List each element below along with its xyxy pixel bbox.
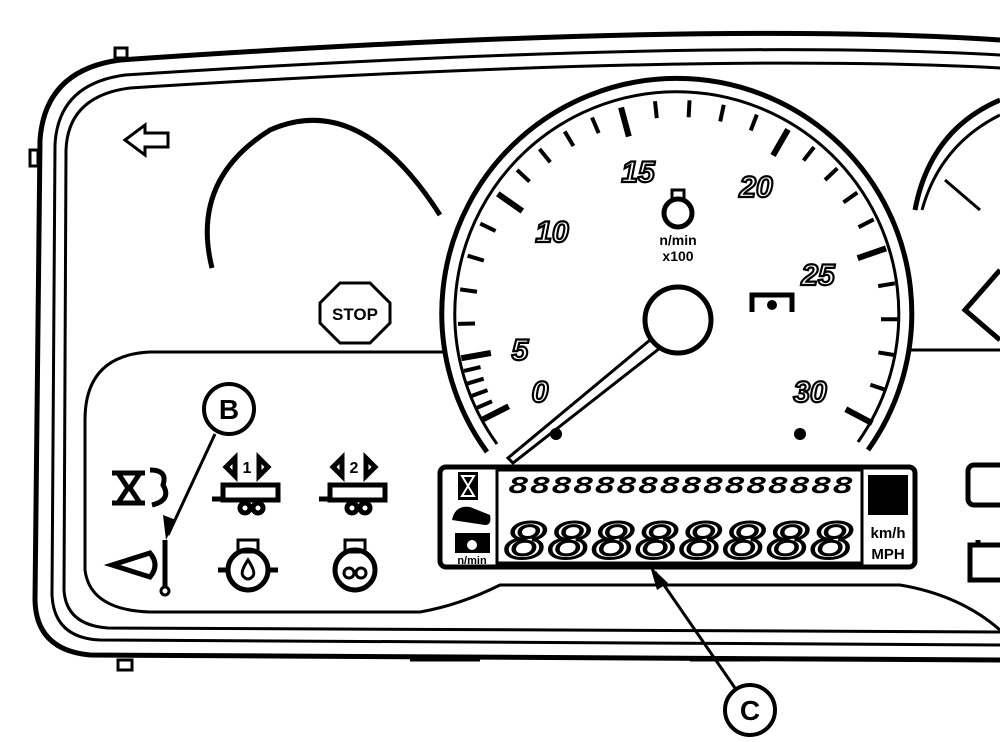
engine-preheat-icon xyxy=(332,538,378,593)
speed-indicator-block xyxy=(868,475,908,515)
tick-mark xyxy=(801,145,816,162)
tick-mark xyxy=(590,116,601,134)
pto-icon xyxy=(749,292,795,312)
tick-mark xyxy=(618,106,632,138)
tick-mark xyxy=(475,399,493,410)
tick-mark xyxy=(496,191,525,214)
left-gauge-arc xyxy=(204,117,443,269)
tick-mark xyxy=(460,350,492,362)
speed-unit-kmh: km/h xyxy=(870,525,905,542)
warning-triangle-icon xyxy=(961,268,1000,342)
tick-mark xyxy=(480,403,511,423)
right-lamps xyxy=(965,462,1000,583)
tick-mark xyxy=(466,376,485,386)
tachometer-ticks xyxy=(457,100,899,426)
scale-label-10: 10 xyxy=(535,216,569,249)
tick-mark xyxy=(718,104,726,122)
tachometer: 0 5 10 15 20 25 30 n/min x100 xyxy=(439,75,915,465)
lcd-display: n/min 8888888888888888 88888888 km/h MPH xyxy=(437,464,918,572)
callout-c-label: C xyxy=(740,695,760,726)
lcd-main-digits: 88888888 xyxy=(505,514,855,570)
scale-label-15: 15 xyxy=(621,156,656,189)
scale-label-30: 30 xyxy=(793,376,827,409)
tick-mark xyxy=(562,130,576,148)
tick-mark xyxy=(842,190,859,205)
tick-mark xyxy=(877,281,896,289)
tick-mark xyxy=(844,406,874,426)
panel-housing xyxy=(28,30,1000,672)
tick-mark xyxy=(856,245,887,261)
trailer-1-label: 1 xyxy=(243,460,252,477)
stop-label: STOP xyxy=(332,305,378,324)
tick-mark xyxy=(869,382,888,393)
scale-label-0: 0 xyxy=(532,376,549,409)
scale-label-5: 5 xyxy=(512,334,530,367)
tick-mark xyxy=(537,147,552,164)
lcd-top-digits: 8888888888888888 xyxy=(508,474,854,499)
speed-unit-mph: MPH xyxy=(871,546,904,563)
hourglass-icon xyxy=(458,472,478,500)
air-filter-icon xyxy=(112,467,169,508)
tick-mark xyxy=(823,166,839,182)
pto-speed-icon xyxy=(455,533,490,553)
engine-oil-pressure-icon xyxy=(218,538,278,593)
tick-mark xyxy=(686,100,692,118)
tick-mark xyxy=(470,388,489,398)
tick-mark xyxy=(459,287,478,294)
tick-mark xyxy=(748,113,759,132)
stop-icon: STOP xyxy=(318,281,392,345)
tick-mark xyxy=(653,100,659,119)
tick-mark xyxy=(857,217,875,229)
pto-unit: n/min xyxy=(457,555,487,567)
trailer-2-label: 2 xyxy=(350,460,359,477)
callout-b-label: B xyxy=(219,394,239,425)
trailer-2-icon: 2 xyxy=(319,451,388,516)
coolant-temperature-icon xyxy=(103,540,171,597)
trip-icon xyxy=(452,506,491,525)
scale-label-20: 20 xyxy=(738,171,773,204)
tick-mark xyxy=(770,127,791,157)
trailer-1-icon: 1 xyxy=(212,451,281,516)
scale-label-25: 25 xyxy=(800,259,836,292)
tick-mark xyxy=(878,350,896,358)
rpm-multiplier: x100 xyxy=(662,248,693,264)
turn-left-arrow-icon xyxy=(122,122,170,158)
engine-rpm-icon xyxy=(661,188,695,230)
tick-mark xyxy=(479,221,497,233)
right-gauge-arc xyxy=(912,97,1000,211)
tick-mark xyxy=(467,253,485,263)
battery-icon xyxy=(967,540,1000,583)
rpm-unit: n/min xyxy=(659,232,696,248)
tick-mark xyxy=(515,168,531,184)
callout-c: C xyxy=(650,566,777,737)
tick-mark xyxy=(463,365,481,373)
needle-hub xyxy=(642,284,714,356)
callout-b: B xyxy=(163,382,256,540)
